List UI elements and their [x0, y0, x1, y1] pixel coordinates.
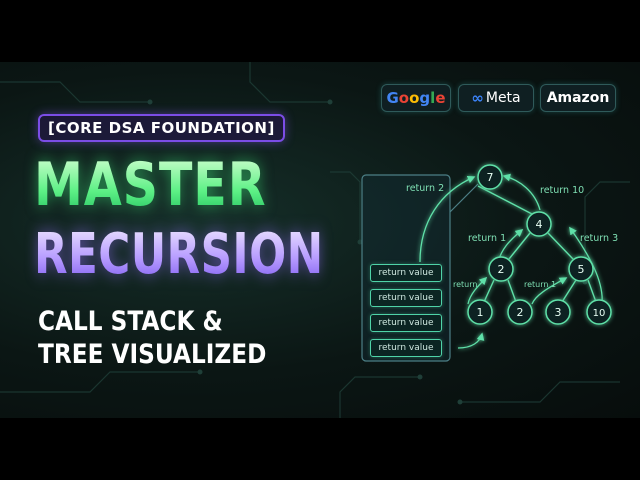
node-label: 2	[517, 306, 524, 319]
tree-edge	[483, 279, 495, 303]
amazon-badge: Amazon	[540, 84, 616, 112]
edge-label: return 1	[468, 233, 506, 244]
stack-frame: return value	[370, 314, 442, 332]
recursion-diagram: return 2 return 10 return 1 return 3 ret…	[361, 164, 618, 362]
stack-link-line	[449, 183, 479, 213]
edge-label: return 2	[406, 183, 444, 194]
node-label: 3	[555, 306, 562, 319]
stack-frame: return value	[370, 264, 442, 282]
meta-label: Meta	[485, 90, 521, 106]
google-logo-letter: o	[398, 89, 410, 107]
node-label: 10	[593, 308, 606, 319]
tree-edge	[507, 279, 517, 303]
edge-label: return 3	[580, 233, 618, 244]
title-recursion: RECURSION	[34, 222, 324, 287]
tree-edge	[547, 232, 574, 260]
tree-edge	[508, 232, 531, 260]
node-label: 2	[498, 263, 505, 276]
tree-node	[507, 299, 533, 325]
thumbnail-frame: [CORE DSA FOUNDATION] MASTER RECURSION C…	[0, 62, 640, 418]
tree-edge	[587, 279, 597, 303]
return-arrow	[531, 277, 568, 305]
return-arrow	[502, 173, 541, 211]
google-logo-letter: o	[409, 89, 420, 107]
return-arrow	[419, 175, 476, 263]
amazon-label: Amazon	[546, 90, 610, 106]
stack-frame: return value	[370, 289, 442, 307]
tree-edge	[477, 185, 533, 215]
subtitle-line-2: TREE VISUALIZED	[38, 339, 267, 370]
return-arrow	[569, 226, 603, 305]
tree-node	[526, 211, 552, 237]
subtitle-line-1: CALL STACK &	[38, 306, 223, 337]
meta-infinity-icon: ∞	[471, 89, 484, 107]
node-label: 4	[536, 218, 543, 231]
return-arrow	[457, 332, 485, 349]
title-master: MASTER	[34, 150, 267, 220]
google-logo-letter: g	[419, 89, 431, 107]
node-label: 5	[578, 263, 585, 276]
edge-label: return	[453, 280, 477, 289]
tree-edge	[561, 279, 577, 303]
tree-node	[488, 256, 514, 282]
google-logo-letter: G	[386, 89, 399, 107]
edge-label: return 10	[540, 185, 584, 196]
tree-node	[568, 256, 594, 282]
tree-node	[545, 299, 571, 325]
return-arrow	[467, 276, 488, 305]
meta-badge: ∞Meta	[458, 84, 534, 112]
edge-label: return 1	[524, 280, 556, 289]
tree-node	[586, 299, 612, 325]
tree-node	[477, 164, 503, 190]
stack-frame: return value	[370, 339, 442, 357]
tree-node	[467, 299, 493, 325]
google-logo-letter: l	[430, 89, 436, 107]
category-tag: [CORE DSA FOUNDATION]	[38, 114, 285, 142]
google-logo-letter: e	[435, 89, 446, 107]
node-label: 1	[477, 306, 484, 319]
node-label: 7	[487, 171, 494, 184]
